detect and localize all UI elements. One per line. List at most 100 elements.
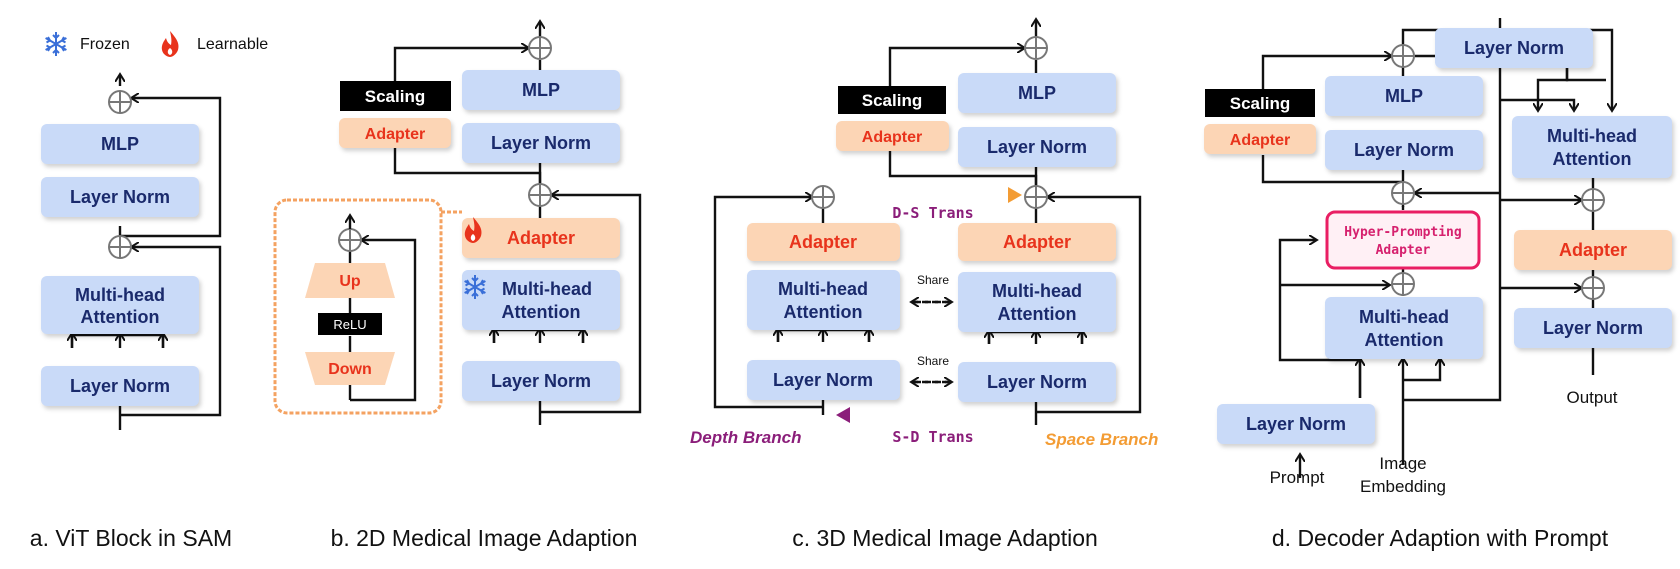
adapter-label: Adapter <box>507 228 575 248</box>
relu-block <box>318 313 382 335</box>
scaling-label: Scaling <box>862 91 922 110</box>
down-projection <box>305 352 395 385</box>
caption-a: a. ViT Block in SAM <box>30 525 232 551</box>
hyper-label-2: Adapter <box>1376 243 1431 258</box>
add-icon <box>1581 276 1605 300</box>
layer-norm-block <box>462 361 620 401</box>
layer-norm-label: Layer Norm <box>1246 414 1346 434</box>
arrowhead-icon <box>836 407 850 423</box>
relu-label: ReLU <box>333 317 366 332</box>
mlp-label: MLP <box>101 134 139 154</box>
layer-norm-block <box>1514 308 1672 348</box>
add-icon <box>108 235 132 259</box>
mlp-label: MLP <box>522 80 560 100</box>
panel-a-vit-block: Layer Norm Multi-head Attention Layer No… <box>41 75 222 430</box>
up-label: Up <box>339 273 361 290</box>
flame-icon <box>161 31 179 57</box>
legend: Frozen Learnable <box>44 31 268 57</box>
layer-norm-block <box>41 366 199 406</box>
depth-residual <box>713 197 823 409</box>
adapter-block <box>747 223 900 261</box>
attention-block <box>41 276 199 334</box>
scaling-block <box>340 81 451 111</box>
residual-line-2 <box>120 98 222 238</box>
legend-frozen: Frozen <box>80 36 130 53</box>
attention-block <box>462 270 620 330</box>
attention-label-1: Multi-head <box>502 279 592 299</box>
mlp-block <box>462 70 620 110</box>
mlp-block <box>41 124 199 164</box>
residual-line-1 <box>540 195 642 414</box>
adapter-block <box>1514 230 1672 270</box>
add-icon <box>528 36 552 60</box>
add-icon <box>1024 185 1048 209</box>
layer-norm-label: Layer Norm <box>987 372 1087 392</box>
up-projection <box>305 263 395 298</box>
image-embedding-label-1: Image <box>1379 454 1426 473</box>
layer-norm-label: Layer Norm <box>1464 38 1564 58</box>
scaling-label: Scaling <box>365 87 425 106</box>
layer-norm-label: Layer Norm <box>491 371 591 391</box>
layer-norm-block <box>958 127 1116 167</box>
ds-trans-label: D-S Trans <box>892 204 973 222</box>
adapter-label: Adapter <box>365 126 425 143</box>
mlp-label: MLP <box>1385 86 1423 106</box>
qkv-fork <box>70 333 165 348</box>
caption-d: d. Decoder Adaption with Prompt <box>1272 525 1609 551</box>
space-residual <box>1036 197 1142 414</box>
attention-block <box>1512 116 1672 178</box>
layer-norm-block <box>1435 28 1593 68</box>
residual-line-1 <box>120 247 222 417</box>
panel-c-3d-adaption: Share Share D-S Trans S-D Trans Layer No… <box>690 20 1158 449</box>
attention-label-1: Multi-head <box>1547 126 1637 146</box>
adapter-block <box>1204 124 1316 154</box>
hyper-label-1: Hyper-Prompting <box>1344 225 1461 240</box>
adapter-block <box>958 223 1116 261</box>
layer-norm-label: Layer Norm <box>1354 140 1454 160</box>
attention-label-2: Attention <box>502 302 581 322</box>
layer-norm-block <box>958 362 1116 402</box>
caption-b: b. 2D Medical Image Adaption <box>331 525 638 551</box>
embedding-fork <box>1403 359 1440 382</box>
layer-norm-block <box>1217 404 1375 444</box>
qkv-fork <box>492 328 585 343</box>
add-icon <box>108 90 132 114</box>
arrowhead-icon <box>1008 187 1022 203</box>
add-icon <box>811 185 835 209</box>
layer-norm-label: Layer Norm <box>70 187 170 207</box>
adapter-detail-frame <box>273 198 443 415</box>
attention-block <box>958 272 1116 332</box>
layer-norm-label: Layer Norm <box>70 376 170 396</box>
layer-norm-block <box>462 123 620 163</box>
adapter-label: Adapter <box>1230 132 1290 149</box>
layer-norm-block <box>747 360 900 400</box>
layer-norm-block <box>41 177 199 217</box>
attention-label-2: Attention <box>784 302 863 322</box>
add-icon <box>528 183 552 207</box>
space-branch-label: Space Branch <box>1045 430 1158 449</box>
depth-branch-label: Depth Branch <box>690 428 801 447</box>
embedding-side <box>1403 18 1502 402</box>
mlp-block <box>1325 76 1483 116</box>
snowflake-icon <box>44 31 68 57</box>
ln-to-attn <box>1538 66 1569 110</box>
add-icon <box>1391 44 1415 68</box>
add-icon <box>1391 272 1415 296</box>
scaling-label: Scaling <box>1230 94 1290 113</box>
adapter-block <box>836 121 949 151</box>
image-embedding-label-2: Embedding <box>1360 477 1446 496</box>
mlp-block <box>958 73 1116 113</box>
output-label: Output <box>1566 388 1617 407</box>
adapter-label: Adapter <box>1559 240 1627 260</box>
layer-norm-block <box>1325 130 1483 170</box>
adapter-label: Adapter <box>789 232 857 252</box>
layer-norm-label: Layer Norm <box>773 370 873 390</box>
share-label: Share <box>917 273 949 287</box>
sd-trans-label: S-D Trans <box>892 428 973 446</box>
embed-to-attn <box>1500 98 1574 110</box>
hyper-prompting-adapter <box>1325 210 1481 270</box>
layer-norm-label: Layer Norm <box>987 137 1087 157</box>
attention-label-2: Attention <box>1365 330 1444 350</box>
adapter-branch-line <box>1261 155 1403 184</box>
scaling-block <box>1205 89 1315 117</box>
